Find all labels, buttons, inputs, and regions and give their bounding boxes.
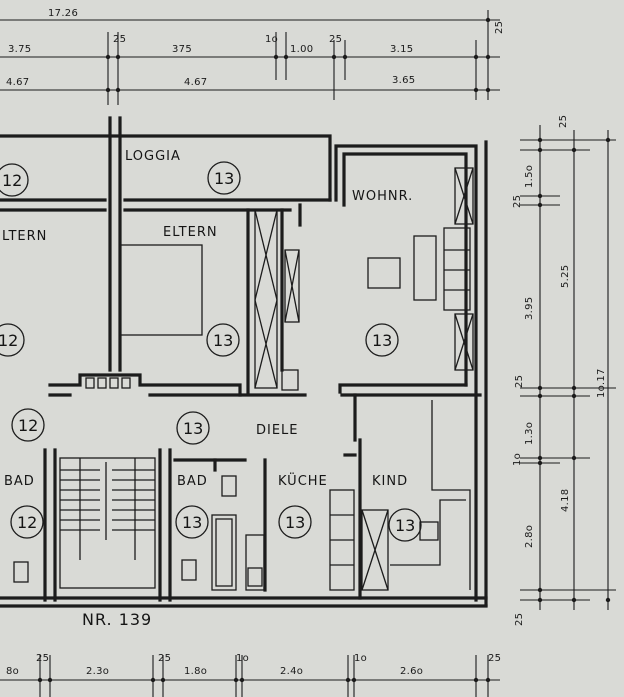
num-12-mid: 12 (0, 331, 18, 350)
dim-bottom-3: 2.3o (86, 666, 109, 677)
dim-right-11: 1o.17 (596, 368, 607, 398)
dim-top-9: 4.67 (184, 77, 207, 88)
room-label-eltern-left: LTERN (2, 229, 47, 244)
dim-bottom-1: 8o (6, 666, 19, 677)
num-13-eltern: 13 (213, 331, 233, 350)
room-label-bad: BAD (177, 474, 208, 489)
dim-bottom-8: 1o (354, 653, 367, 664)
num-13-loggia: 13 (214, 169, 234, 188)
dim-bottom-5: 1.8o (184, 666, 207, 677)
dim-top-5: 1.00 (290, 44, 313, 55)
circle-13-diele (176, 411, 210, 445)
dim-top-4: 1o (265, 34, 278, 45)
circle-13-kueche (278, 505, 312, 539)
dim-top-3: 375 (172, 44, 192, 55)
room-label-kueche: KÜCHE (278, 472, 328, 489)
num-12-diele: 12 (18, 416, 38, 435)
dim-right-7: 2.8o (524, 525, 535, 548)
dim-right-corner: 25 (558, 115, 569, 128)
dim-top-total: 17.26 (48, 8, 78, 19)
circle-12-diele (11, 408, 45, 442)
dim-right-8: 25 (514, 613, 525, 626)
dim-right-3: 3.95 (524, 297, 535, 320)
circle-13-wohn (365, 323, 399, 357)
num-12-top: 12 (2, 171, 22, 190)
num-13-kind: 13 (395, 516, 415, 535)
circle-12-bad (10, 505, 44, 539)
num-13-bad: 13 (182, 513, 202, 532)
dim-right-4: 25 (514, 375, 525, 388)
dim-top-2: 25 (113, 34, 126, 45)
num-13-diele: 13 (183, 419, 203, 438)
dim-bottom-7: 2.4o (280, 666, 303, 677)
dim-top-10: 3.65 (392, 75, 415, 86)
dim-top-8: 4.67 (6, 77, 29, 88)
dim-top-6: 25 (329, 34, 342, 45)
furniture (13, 167, 474, 591)
dim-bottom-2: 25 (36, 653, 49, 664)
dim-right-9: 5.25 (560, 265, 571, 288)
circle-13-loggia (207, 161, 241, 195)
dim-top-7: 3.15 (390, 44, 413, 55)
room-label-eltern: ELTERN (163, 225, 218, 240)
circle-12-top (0, 163, 29, 197)
right-dimension-lines (520, 125, 616, 610)
dim-top-corner: 25 (494, 21, 505, 34)
circle-13-bad (175, 505, 209, 539)
num-12-bad: 12 (17, 513, 37, 532)
dim-right-5: 1.3o (524, 422, 535, 445)
circle-13-eltern (206, 323, 240, 357)
dim-bottom-6: 1o (236, 653, 249, 664)
staircase (59, 457, 156, 589)
bottom-dimension-lines (0, 655, 500, 697)
circle-13-kind (388, 508, 422, 542)
room-label-diele: DIELE (256, 423, 299, 438)
dim-bottom-10: 25 (488, 653, 501, 664)
num-13-wohn: 13 (372, 331, 392, 350)
room-label-wohnr: WOHNR. (352, 189, 413, 204)
num-13-kueche: 13 (285, 513, 305, 532)
top-dimension-lines (0, 10, 500, 105)
dim-bottom-9: 2.6o (400, 666, 423, 677)
room-label-loggia: LOGGIA (125, 149, 181, 164)
dim-right-6: 1o (512, 453, 523, 466)
dim-right-10: 4.18 (560, 489, 571, 512)
dim-right-2: 1.5o (524, 165, 535, 188)
dim-top-1: 3.75 (8, 44, 31, 55)
circle-12-mid (0, 323, 25, 357)
dim-right-1: 25 (512, 195, 523, 208)
dim-bottom-4: 25 (158, 653, 171, 664)
building-number-caption: NR. 139 (82, 610, 152, 629)
room-label-bad-left: BAD (4, 474, 35, 489)
room-label-kind: KIND (372, 474, 408, 489)
